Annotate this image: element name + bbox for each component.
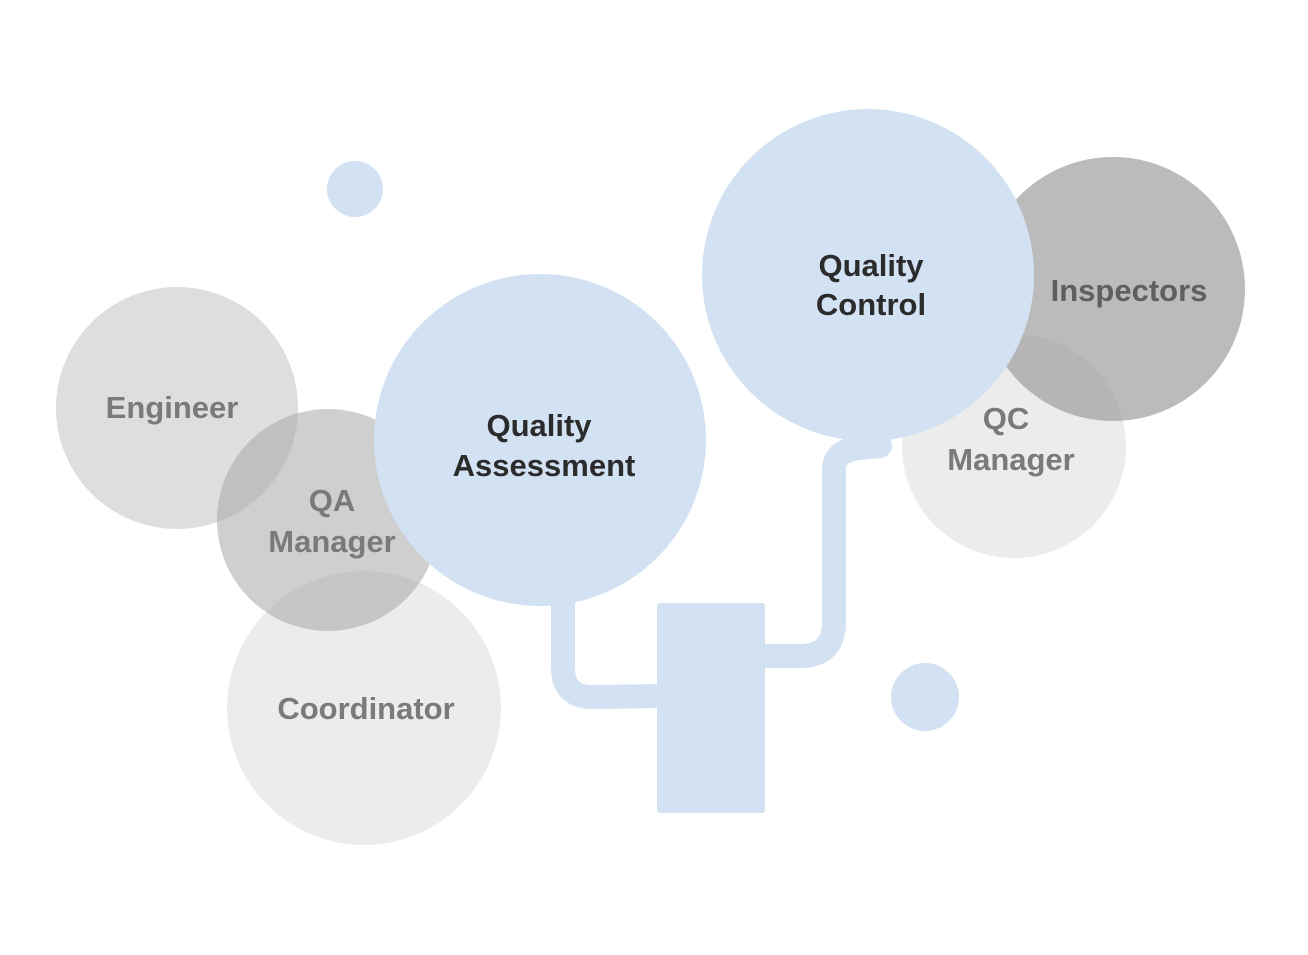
qa-manager-label-line2: Manager (268, 524, 395, 559)
quality-control-label-line1: Quality (818, 248, 924, 283)
decorative-dot-top (327, 161, 383, 217)
connector-left-pipe (551, 588, 672, 710)
coordinator-label: Coordinator (277, 691, 454, 726)
central-stand (657, 603, 765, 813)
qa-manager-label-line1: QA (309, 483, 356, 518)
quality-assessment-label-line2: Assessment (453, 448, 636, 483)
quality-assessment-label-line1: Quality (486, 408, 592, 443)
quality-control-bubble (702, 109, 1034, 441)
qc-manager-label-line2: Manager (947, 442, 1074, 477)
inspectors-label: Inspectors (1051, 273, 1208, 308)
quality-control-label-line2: Control (816, 287, 926, 322)
engineer-label: Engineer (106, 390, 239, 425)
coordinator-bubble (227, 571, 501, 845)
inspectors-bubble (981, 157, 1245, 421)
decorative-dot-bottom (891, 663, 959, 731)
quality-assessment-bubble (374, 274, 706, 606)
qc-manager-label-line1: QC (983, 401, 1030, 436)
connector-right-pipe (753, 434, 892, 668)
